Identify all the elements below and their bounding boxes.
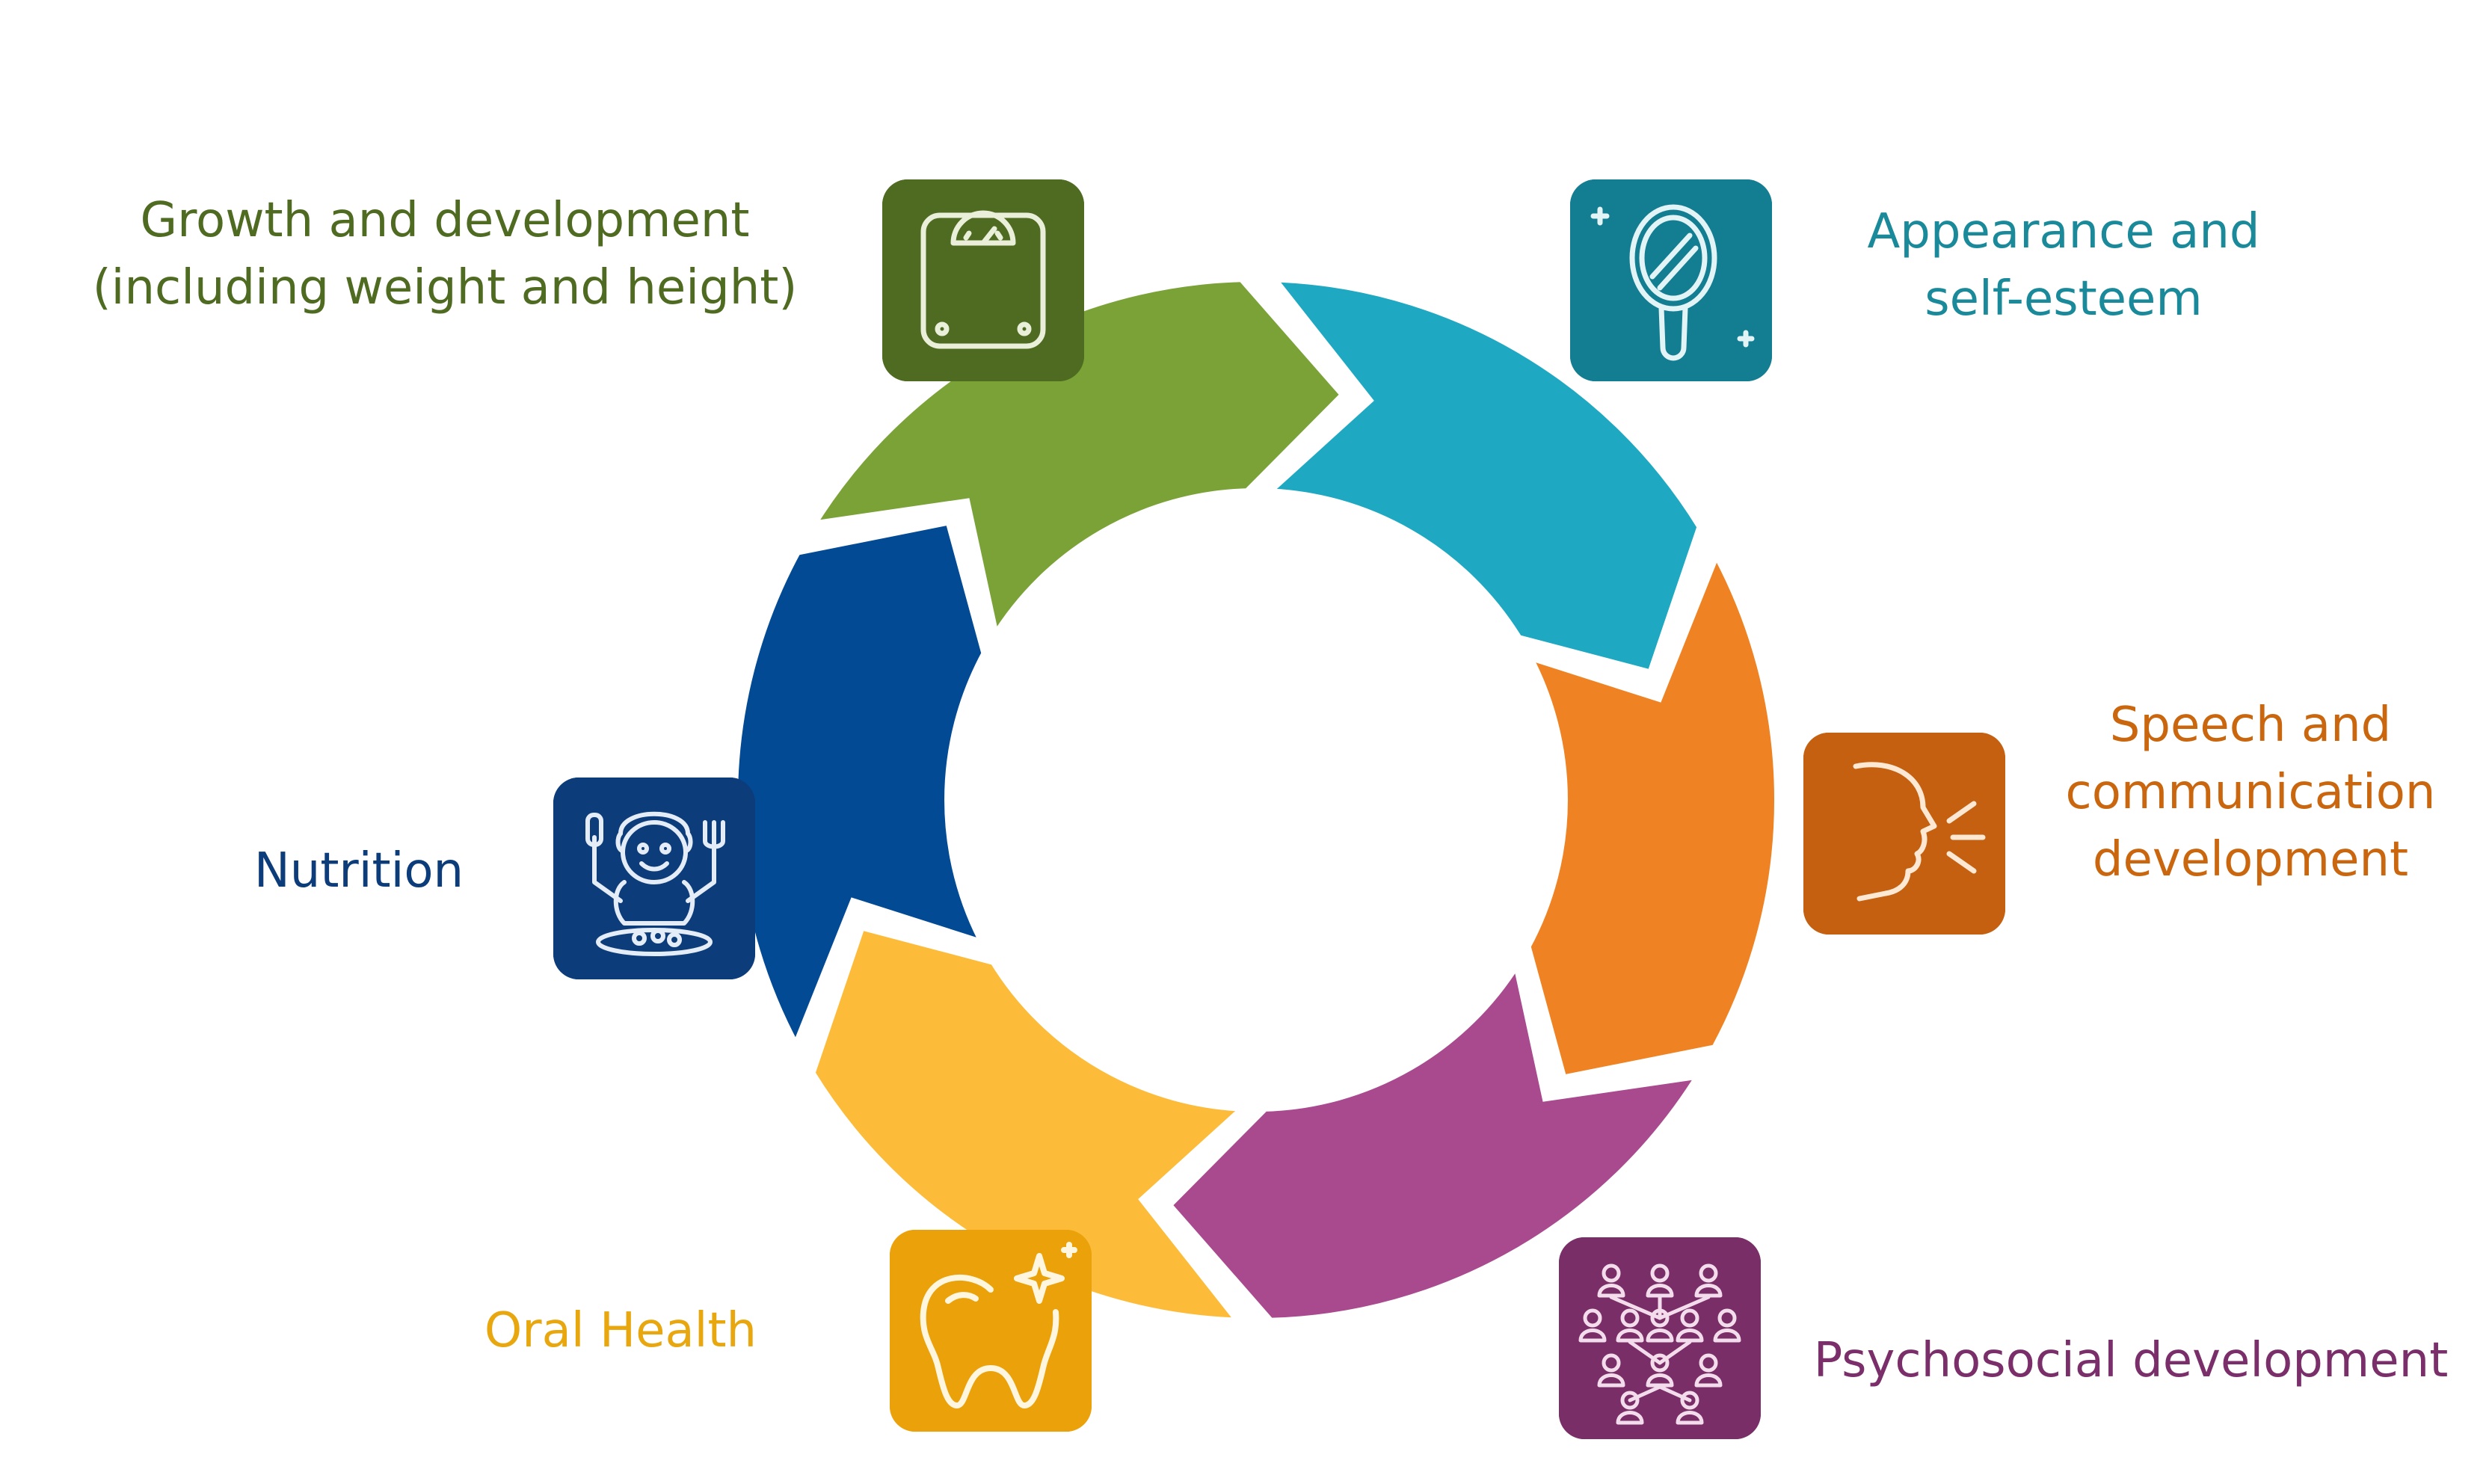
- psychosocial-label: Psychosocial development: [1794, 1327, 2467, 1394]
- growth-label-line: Growth and development: [140, 193, 750, 248]
- psychosocial-icon-tile: [1559, 1237, 1761, 1439]
- speech-icon-tile: [1803, 733, 2005, 935]
- nutrition-label-line: Nutrition: [253, 843, 464, 899]
- appearance-label: Appearance and self-esteem: [1765, 198, 2363, 333]
- mirror-icon: [1570, 179, 1772, 381]
- psychosocial-label-line: Psychosocial development: [1813, 1333, 2449, 1388]
- oral-health-label: Oral Health: [441, 1297, 800, 1364]
- growth-icon-tile: [882, 179, 1084, 381]
- growth-arrow: [799, 271, 1353, 654]
- child-eating-icon: [553, 778, 755, 979]
- nutrition-label: Nutrition: [202, 837, 516, 905]
- psychosocial-arrow: [1159, 946, 1713, 1328]
- appearance-arrow: [1251, 271, 1708, 682]
- appearance-label-line: Appearance and: [1867, 204, 2260, 259]
- people-network-icon: [1559, 1237, 1761, 1439]
- speech-label-line: Speech and: [2109, 698, 2392, 753]
- growth-label: Growth and development (including weight…: [71, 187, 819, 321]
- appearance-icon-tile: [1570, 179, 1772, 381]
- speaking-face-icon: [1803, 733, 2005, 935]
- growth-label-line: (including weight and height): [92, 260, 798, 315]
- appearance-label-line: self-esteem: [1925, 271, 2203, 327]
- speech-label-line: development: [2092, 832, 2409, 887]
- speech-arrow: [1514, 538, 1785, 1087]
- tooth-sparkle-icon: [890, 1230, 1092, 1432]
- speech-label-line: communication: [2065, 765, 2436, 820]
- nutrition-icon-tile: [553, 778, 755, 979]
- oral-health-label-line: Oral Health: [484, 1303, 757, 1358]
- scale-icon: [882, 179, 1084, 381]
- speech-label: Speech and communication development: [2019, 692, 2482, 893]
- oral-health-icon-tile: [890, 1230, 1092, 1432]
